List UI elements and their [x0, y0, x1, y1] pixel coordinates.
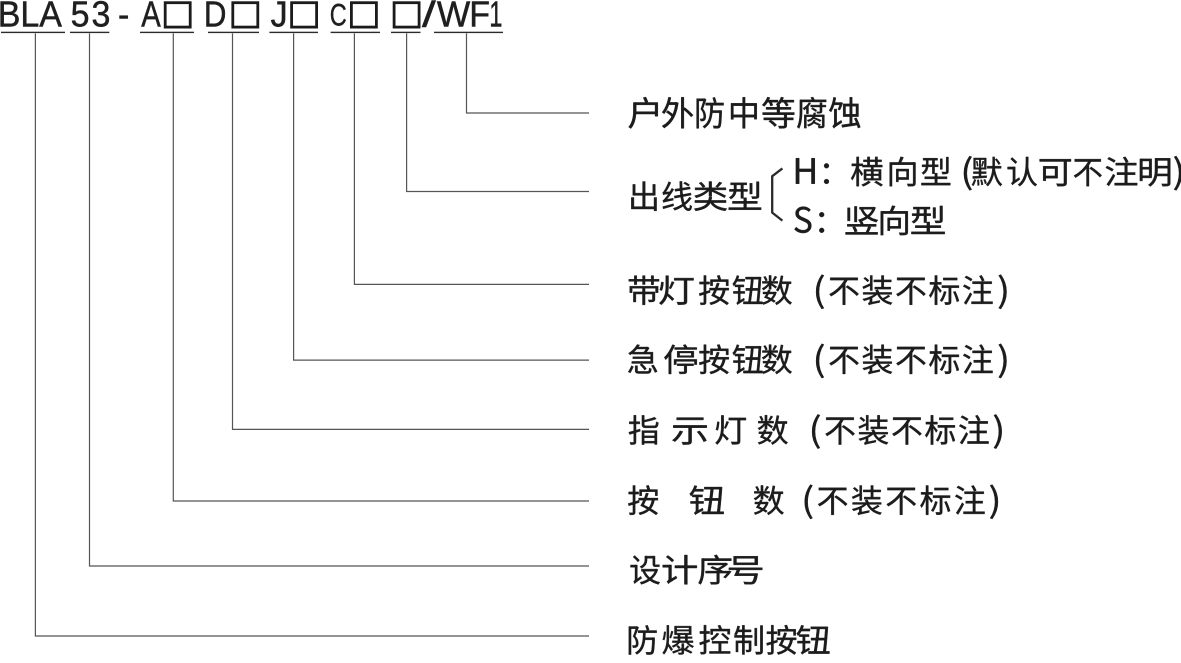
- svg-text:J: J: [271, 0, 288, 35]
- svg-text:A: A: [141, 0, 161, 34]
- svg-text:5: 5: [71, 0, 90, 35]
- svg-text:BLA: BLA: [0, 0, 63, 35]
- svg-text:3: 3: [92, 0, 111, 35]
- svg-text:W: W: [437, 0, 471, 35]
- svg-text:D: D: [204, 0, 227, 35]
- svg-text:C: C: [330, 0, 347, 32]
- svg-text:/: /: [422, 0, 436, 35]
- svg-text:1: 1: [489, 0, 502, 35]
- svg-text:F: F: [469, 0, 490, 35]
- svg-text:-: -: [118, 0, 129, 35]
